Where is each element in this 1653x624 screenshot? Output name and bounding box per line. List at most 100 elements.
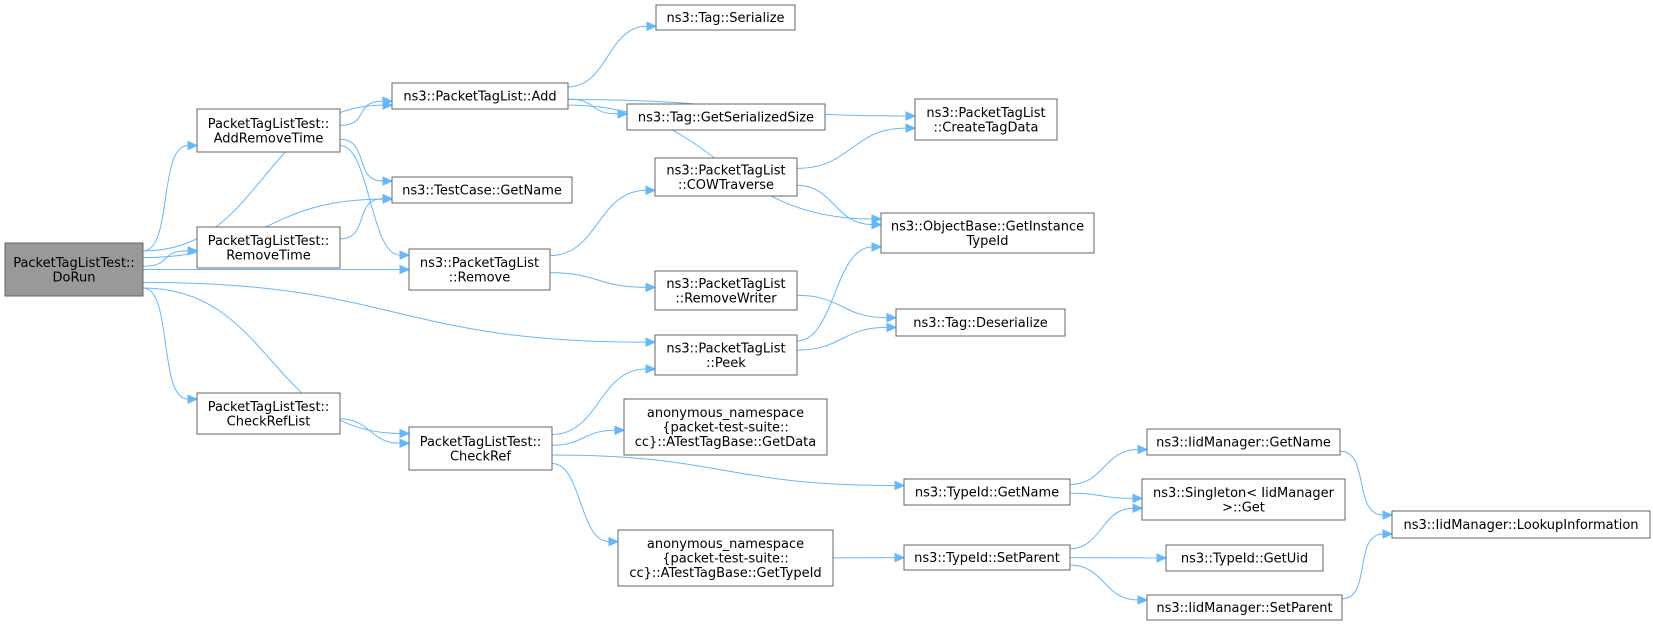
node-label-line: ::Peek — [706, 356, 746, 371]
node-typeid-getuid[interactable]: ns3::TypeId::GetUid — [1165, 544, 1324, 572]
call-edge — [1069, 553, 1168, 563]
edge-line — [549, 189, 647, 257]
node-box — [1146, 594, 1343, 621]
arrowhead-icon — [399, 250, 411, 260]
edge-line — [551, 368, 647, 435]
node-dorun[interactable]: PacketTagListTest::DoRun — [4, 242, 144, 297]
node-box — [4, 242, 144, 297]
node-label-line: RemoveTime — [226, 248, 311, 263]
node-label-line: PacketTagListTest:: — [208, 117, 330, 132]
arrowhead-icon — [399, 438, 411, 449]
node-box — [914, 98, 1058, 141]
arrowhead-icon — [1132, 493, 1144, 504]
call-edge — [567, 21, 658, 88]
arrowhead-icon — [905, 123, 917, 133]
edge-line — [796, 246, 873, 342]
edge-line — [142, 287, 401, 434]
edge-line — [551, 454, 896, 486]
node-tc-getname[interactable]: ns3::TestCase::GetName — [391, 176, 573, 204]
arrowhead-icon — [187, 394, 199, 404]
node-label-line: ns3::Tag::Deserialize — [913, 316, 1048, 331]
node-singleton-get[interactable]: ns3::Singleton< IidManager>::Get — [1141, 478, 1346, 521]
node-label-line: PacketTagListTest:: — [208, 234, 330, 249]
node-typeid-setparent[interactable]: ns3::TypeId::SetParent — [903, 544, 1071, 571]
node-box — [408, 248, 551, 291]
node-label-line: PacketTagListTest:: — [420, 435, 542, 450]
call-edge — [796, 322, 898, 351]
node-label-line: cc}::ATestTagBase::GetData — [635, 435, 816, 450]
arrowhead-icon — [617, 109, 629, 119]
node-checkref[interactable]: PacketTagListTest::CheckRef — [408, 426, 553, 471]
node-cowtraverse[interactable]: ns3::PacketTagList::COWTraverse — [654, 157, 798, 197]
node-box — [391, 176, 573, 204]
node-peek[interactable]: ns3::PacketTagList::Peek — [654, 334, 798, 376]
node-box — [617, 529, 834, 587]
edge-line — [796, 326, 888, 351]
node-tag-serialize[interactable]: ns3::Tag::Serialize — [655, 4, 796, 31]
arrowhead-icon — [871, 242, 883, 252]
edge-line — [549, 272, 647, 288]
edge-line — [142, 250, 189, 267]
node-label-line: ::RemoveWriter — [675, 291, 777, 306]
node-label-line: ns3::TypeId::SetParent — [914, 551, 1060, 566]
node-label-line: {packet-test-suite:: — [662, 552, 789, 567]
call-edge — [551, 463, 620, 547]
arrowhead-icon — [1382, 529, 1394, 539]
edge-line — [142, 281, 647, 343]
node-iid-lookup[interactable]: ns3::IidManager::LookupInformation — [1391, 510, 1651, 539]
node-addremovetime[interactable]: PacketTagListTest::AddRemoveTime — [196, 108, 341, 153]
node-box — [880, 212, 1095, 254]
node-iid-getname[interactable]: ns3::IidManager::GetName — [1146, 428, 1341, 456]
node-gettypeid[interactable]: anonymous_namespace{packet-test-suite::c… — [617, 529, 834, 587]
node-label-line: PacketTagListTest:: — [208, 400, 330, 415]
edge-line — [1341, 533, 1384, 600]
arrowhead-icon — [608, 536, 620, 547]
node-label-line: PacketTagListTest:: — [13, 256, 135, 271]
call-edge — [551, 454, 906, 491]
node-createtagdata[interactable]: ns3::PacketTagList::CreateTagData — [914, 98, 1058, 141]
edge-line — [339, 198, 384, 240]
call-edge — [832, 552, 906, 563]
call-edge — [142, 281, 657, 347]
node-removewriter[interactable]: ns3::PacketTagList::RemoveWriter — [654, 270, 798, 311]
call-edge — [1341, 529, 1394, 600]
node-label-line: ns3::PacketTagList::Add — [403, 90, 556, 105]
edge-line — [142, 145, 189, 252]
call-edge — [551, 425, 626, 446]
arrowhead-icon — [1382, 510, 1394, 520]
node-label-line: {packet-test-suite:: — [662, 421, 789, 436]
node-box — [626, 103, 826, 131]
node-label-line: ::CreateTagData — [933, 120, 1038, 135]
node-ptl-remove[interactable]: ns3::PacketTagList::Remove — [408, 248, 551, 291]
node-getdata[interactable]: anonymous_namespace{packet-test-suite::c… — [623, 398, 828, 456]
node-checkreflist[interactable]: PacketTagListTest::CheckRefList — [196, 392, 341, 435]
node-label-line: CheckRef — [450, 449, 511, 464]
node-tag-deserialize[interactable]: ns3::Tag::Deserialize — [895, 308, 1066, 337]
node-label-line: ns3::PacketTagList — [666, 277, 785, 292]
arrowhead-icon — [614, 425, 626, 435]
arrowhead-icon — [1132, 503, 1144, 513]
node-box — [654, 334, 798, 376]
node-box — [1391, 510, 1651, 539]
node-typeid-getname[interactable]: ns3::TypeId::GetName — [903, 478, 1071, 506]
node-label-line: anonymous_namespace — [647, 406, 804, 421]
call-edge — [549, 185, 657, 257]
node-ptl-add[interactable]: ns3::PacketTagList::Add — [391, 82, 569, 110]
node-iid-setparent[interactable]: ns3::IidManager::SetParent — [1146, 594, 1343, 621]
arrowhead-icon — [399, 264, 411, 275]
node-tag-getsersize[interactable]: ns3::Tag::GetSerializedSize — [626, 103, 826, 131]
node-label-line: TypeId — [966, 234, 1009, 249]
node-label-line: ns3::IidManager::SetParent — [1156, 601, 1332, 616]
node-label-line: ns3::PacketTagList — [666, 163, 785, 178]
call-edge — [1069, 444, 1149, 485]
node-removetime[interactable]: PacketTagListTest::RemoveTime — [196, 226, 341, 269]
node-box — [196, 392, 341, 435]
node-label-line: cc}::ATestTagBase::GetTypeId — [629, 566, 821, 581]
call-edge — [796, 123, 917, 169]
node-label-line: ns3::Tag::Serialize — [666, 11, 784, 26]
node-box — [655, 4, 796, 31]
function-nodes: PacketTagListTest::DoRunPacketTagListTes… — [4, 4, 1651, 621]
arrowhead-icon — [187, 140, 199, 151]
arrowhead-icon — [645, 185, 657, 196]
